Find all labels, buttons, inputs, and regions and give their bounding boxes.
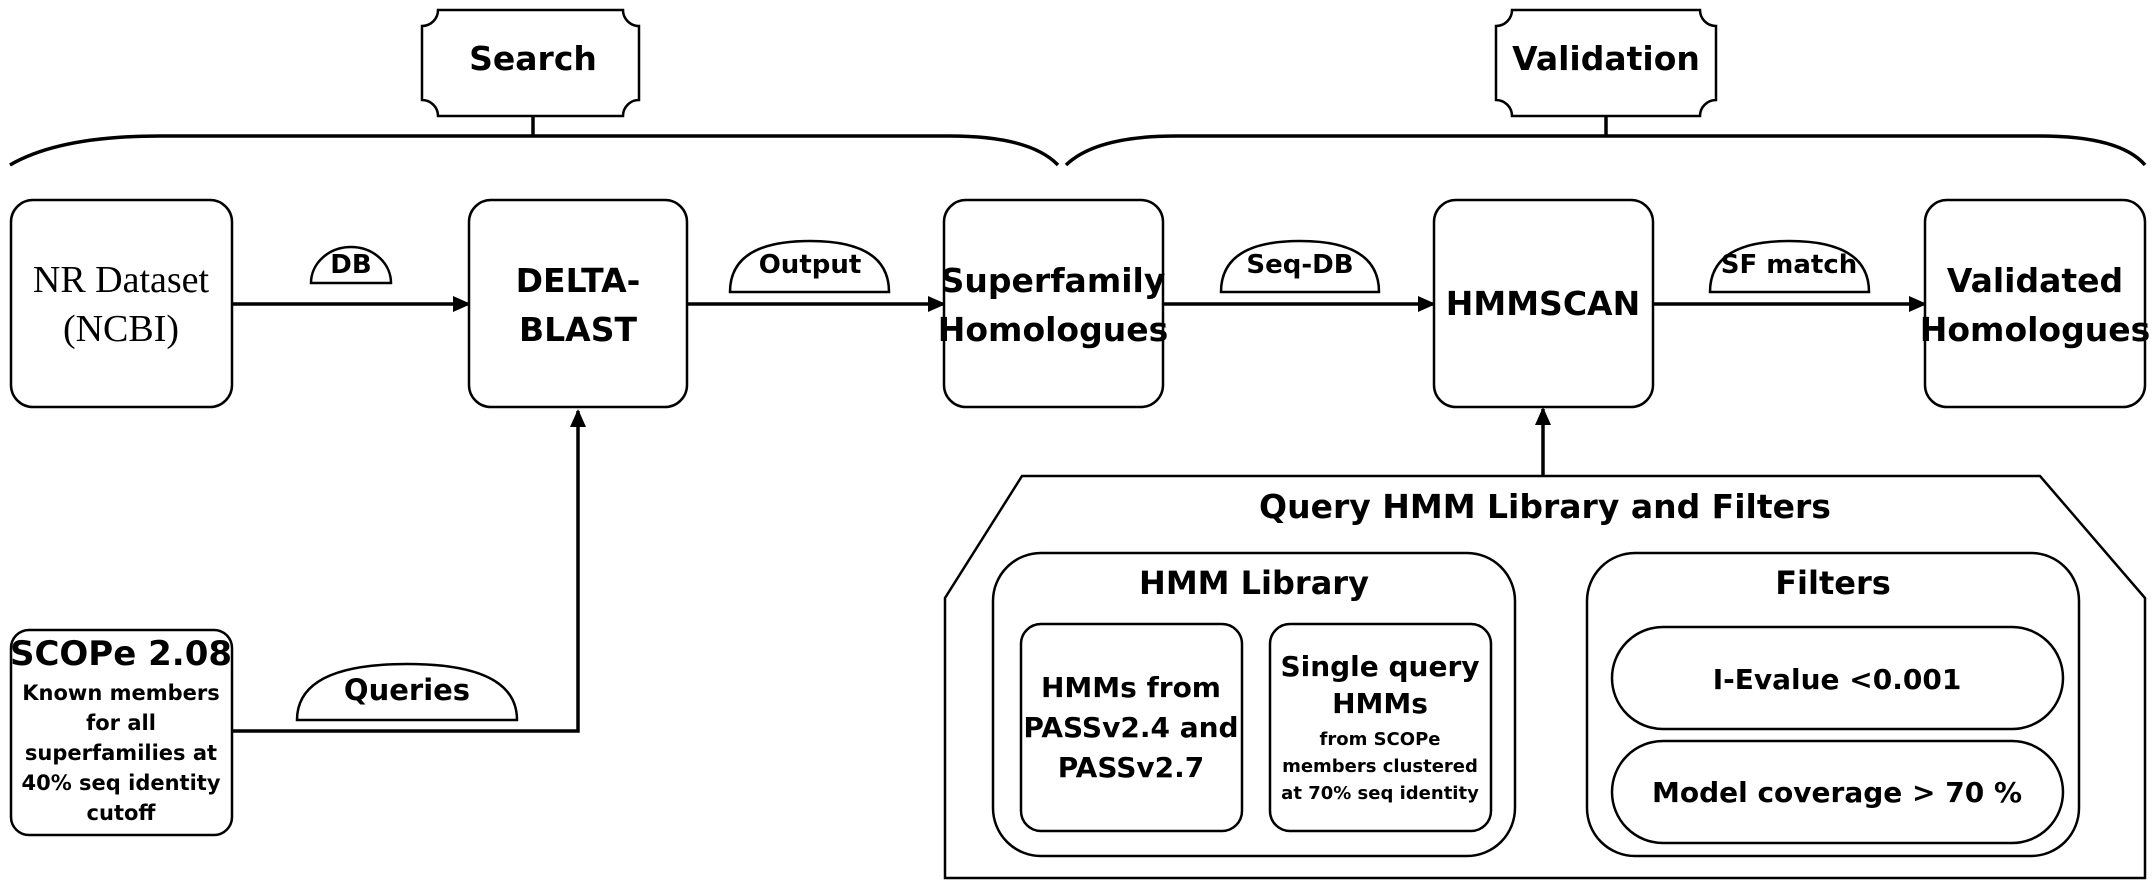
svg-text:HMM Library: HMM Library — [1139, 564, 1369, 602]
edge-label-seqdb: Seq-DB — [1219, 239, 1381, 294]
svg-text:Homologues: Homologues — [1920, 310, 2150, 349]
svg-text:PASSv2.4 and: PASSv2.4 and — [1023, 711, 1238, 744]
filter-model-coverage: Model coverage > 70 % — [1610, 739, 2065, 845]
svg-text:Single query: Single query — [1280, 650, 1479, 683]
svg-text:SCOPe 2.08: SCOPe 2.08 — [10, 634, 232, 674]
svg-text:for all: for all — [86, 711, 156, 735]
validation-brace — [1064, 116, 2147, 167]
svg-text:Model coverage > 70 %: Model coverage > 70 % — [1652, 776, 2022, 809]
svg-text:SF match: SF match — [1721, 250, 1858, 280]
svg-text:Queries: Queries — [344, 673, 470, 707]
svg-text:BLAST: BLAST — [519, 310, 637, 349]
svg-text:Validated: Validated — [1947, 261, 2123, 300]
edge-label-queries: Queries — [295, 662, 519, 722]
library-title: Query HMM Library and Filters — [1259, 487, 1831, 526]
search-header: Search — [420, 8, 641, 118]
edge-label-output: Output — [728, 239, 891, 294]
edge-label-db: DB — [309, 245, 393, 285]
nr-dataset-node: NR Dataset (NCBI) — [9, 198, 234, 409]
svg-text:Known members: Known members — [22, 681, 219, 705]
search-brace — [9, 116, 1060, 167]
svg-text:superfamilies at: superfamilies at — [25, 741, 217, 765]
svg-text:Superfamily: Superfamily — [941, 261, 1166, 300]
svg-text:HMMs: HMMs — [1332, 687, 1428, 720]
svg-text:Filters: Filters — [1775, 564, 1891, 602]
svg-text:from SCOPe: from SCOPe — [1320, 729, 1441, 750]
svg-text:HMMs from: HMMs from — [1041, 671, 1221, 704]
svg-text:I-Evalue <0.001: I-Evalue <0.001 — [1713, 663, 1962, 696]
superfamily-homologues-node: Superfamily Homologues — [938, 198, 1168, 409]
svg-text:DB: DB — [330, 250, 371, 280]
svg-text:NR Dataset: NR Dataset — [33, 259, 210, 301]
svg-text:PASSv2.7: PASSv2.7 — [1058, 751, 1205, 784]
svg-text:Output: Output — [759, 250, 862, 280]
svg-text:DELTA-: DELTA- — [516, 261, 641, 300]
edge-label-sfmatch: SF match — [1708, 239, 1871, 294]
svg-text:at 70% seq identity: at 70% seq identity — [1281, 783, 1479, 804]
validation-header: Validation — [1494, 8, 1718, 118]
scope-node: SCOPe 2.08 Known members for all superfa… — [9, 628, 234, 837]
svg-text:HMMSCAN: HMMSCAN — [1446, 284, 1640, 323]
search-label: Search — [469, 39, 597, 78]
arrow-scope-to-deltablast — [232, 409, 586, 733]
svg-text:40% seq identity: 40% seq identity — [21, 771, 220, 795]
hmmscan-node: HMMSCAN — [1432, 198, 1655, 409]
svg-text:members clustered: members clustered — [1282, 756, 1478, 777]
deltablast-node: DELTA- BLAST — [467, 198, 689, 409]
filter-ievalue: I-Evalue <0.001 — [1610, 625, 2065, 731]
svg-text:Seq-DB: Seq-DB — [1246, 250, 1353, 280]
single-query-hmms-box: Single query HMMs from SCOPe members clu… — [1268, 622, 1493, 833]
pass-hmms-box: HMMs from PASSv2.4 and PASSv2.7 — [1019, 622, 1244, 833]
validated-homologues-node: Validated Homologues — [1920, 198, 2150, 409]
svg-text:Homologues: Homologues — [938, 310, 1168, 349]
svg-text:cutoff: cutoff — [87, 801, 157, 825]
svg-text:(NCBI): (NCBI) — [63, 308, 179, 350]
validation-label: Validation — [1512, 39, 1700, 78]
